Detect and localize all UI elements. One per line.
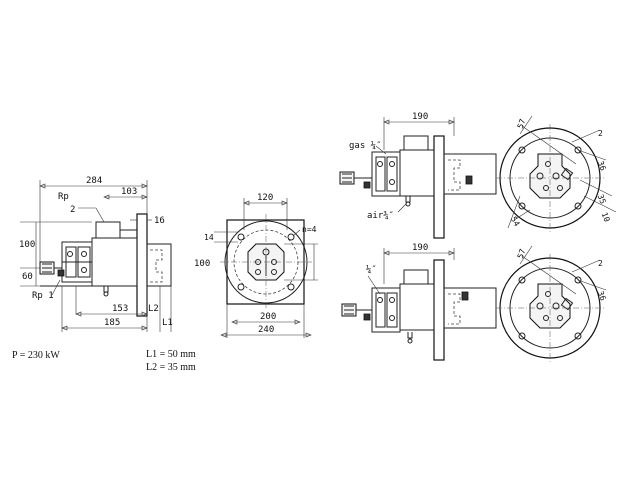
tr-dim-54: 54 (509, 215, 522, 228)
tr-housing (399, 149, 435, 197)
dim-60: 60 (22, 272, 33, 282)
note-l1: L1 = 50 mm (146, 349, 196, 360)
dim-100-front: 100 (194, 259, 210, 269)
burner-front-view-bottom-right: 57 2 36 (496, 245, 608, 362)
dim-153: 153 (112, 304, 128, 314)
label-rp: Rp (58, 192, 69, 202)
br-dim-57: 57 (516, 248, 528, 260)
dim-120: 120 (257, 193, 273, 203)
br-dim-36: 36 (596, 290, 608, 302)
label-l2: L2 (148, 304, 159, 314)
burner-front-view-left: 120 14 n=4 100 200 240 (194, 193, 318, 338)
label-air: air¾″ (367, 211, 394, 221)
tr-dim-35: 35 (596, 193, 608, 205)
label-gas: gas ¼″ (349, 141, 382, 151)
bolt-hole-4 (287, 283, 295, 291)
tr-dim-57: 57 (516, 118, 528, 130)
label-rp-2: 2 (70, 205, 75, 215)
tr-dim-10: 10 (600, 211, 612, 223)
bottom-fitting (103, 286, 109, 293)
bolt-hole-3 (237, 283, 245, 291)
dim-240: 240 (258, 325, 274, 335)
br-housing (399, 283, 435, 331)
tr-dim-2: 2 (598, 129, 603, 138)
dim-284: 284 (86, 176, 102, 186)
br-flange (433, 259, 445, 361)
front-flange-plate (226, 219, 305, 305)
blast-tube (146, 243, 172, 287)
dim-16: 16 (154, 216, 165, 226)
dim-185: 185 (104, 318, 120, 328)
gas-nipple (57, 269, 65, 277)
bolt-hole-1 (237, 233, 245, 241)
br-dim-190: 190 (412, 243, 428, 253)
note-power: P = 230 kW (12, 350, 60, 361)
tr-gas-block (371, 151, 401, 197)
dim-14: 14 (204, 233, 214, 242)
specification-notes: P = 230 kW L1 = 50 mm L2 = 35 mm (12, 349, 196, 373)
dim-200: 200 (260, 312, 276, 322)
label-l1: L1 (162, 318, 173, 328)
br-blast-tube (443, 287, 497, 329)
tr-blast-tube (443, 153, 497, 195)
tube-hidden-lines (150, 249, 163, 283)
tr-flange (433, 135, 445, 239)
mounting-flange (136, 213, 148, 317)
burner-front-view-top-right: 57 2 36 35 10 54 (496, 115, 617, 232)
burner-side-view-left: 284 103 Rp 2 16 100 60 Rp 1 153 (19, 176, 173, 332)
tr-dim-36: 36 (596, 160, 608, 172)
dim-100-side: 100 (19, 240, 35, 250)
label-rp1: Rp 1 (32, 291, 54, 301)
bolt-hole-2 (287, 233, 295, 241)
br-dim-2: 2 (598, 259, 603, 268)
note-l2: L2 = 35 mm (146, 362, 196, 373)
tr-dim-190: 190 (412, 112, 428, 122)
burner-side-view-top-right: 190 gas ¼″ air¾″ (339, 112, 497, 239)
burner-side-view-bottom-right: 190 ¼″ (341, 243, 497, 361)
label-quarter-inch: ¼″ (366, 265, 377, 275)
dim-103: 103 (121, 187, 137, 197)
label-n4: n=4 (302, 225, 317, 234)
burner-housing (91, 237, 138, 287)
housing-top-neck (95, 221, 121, 239)
